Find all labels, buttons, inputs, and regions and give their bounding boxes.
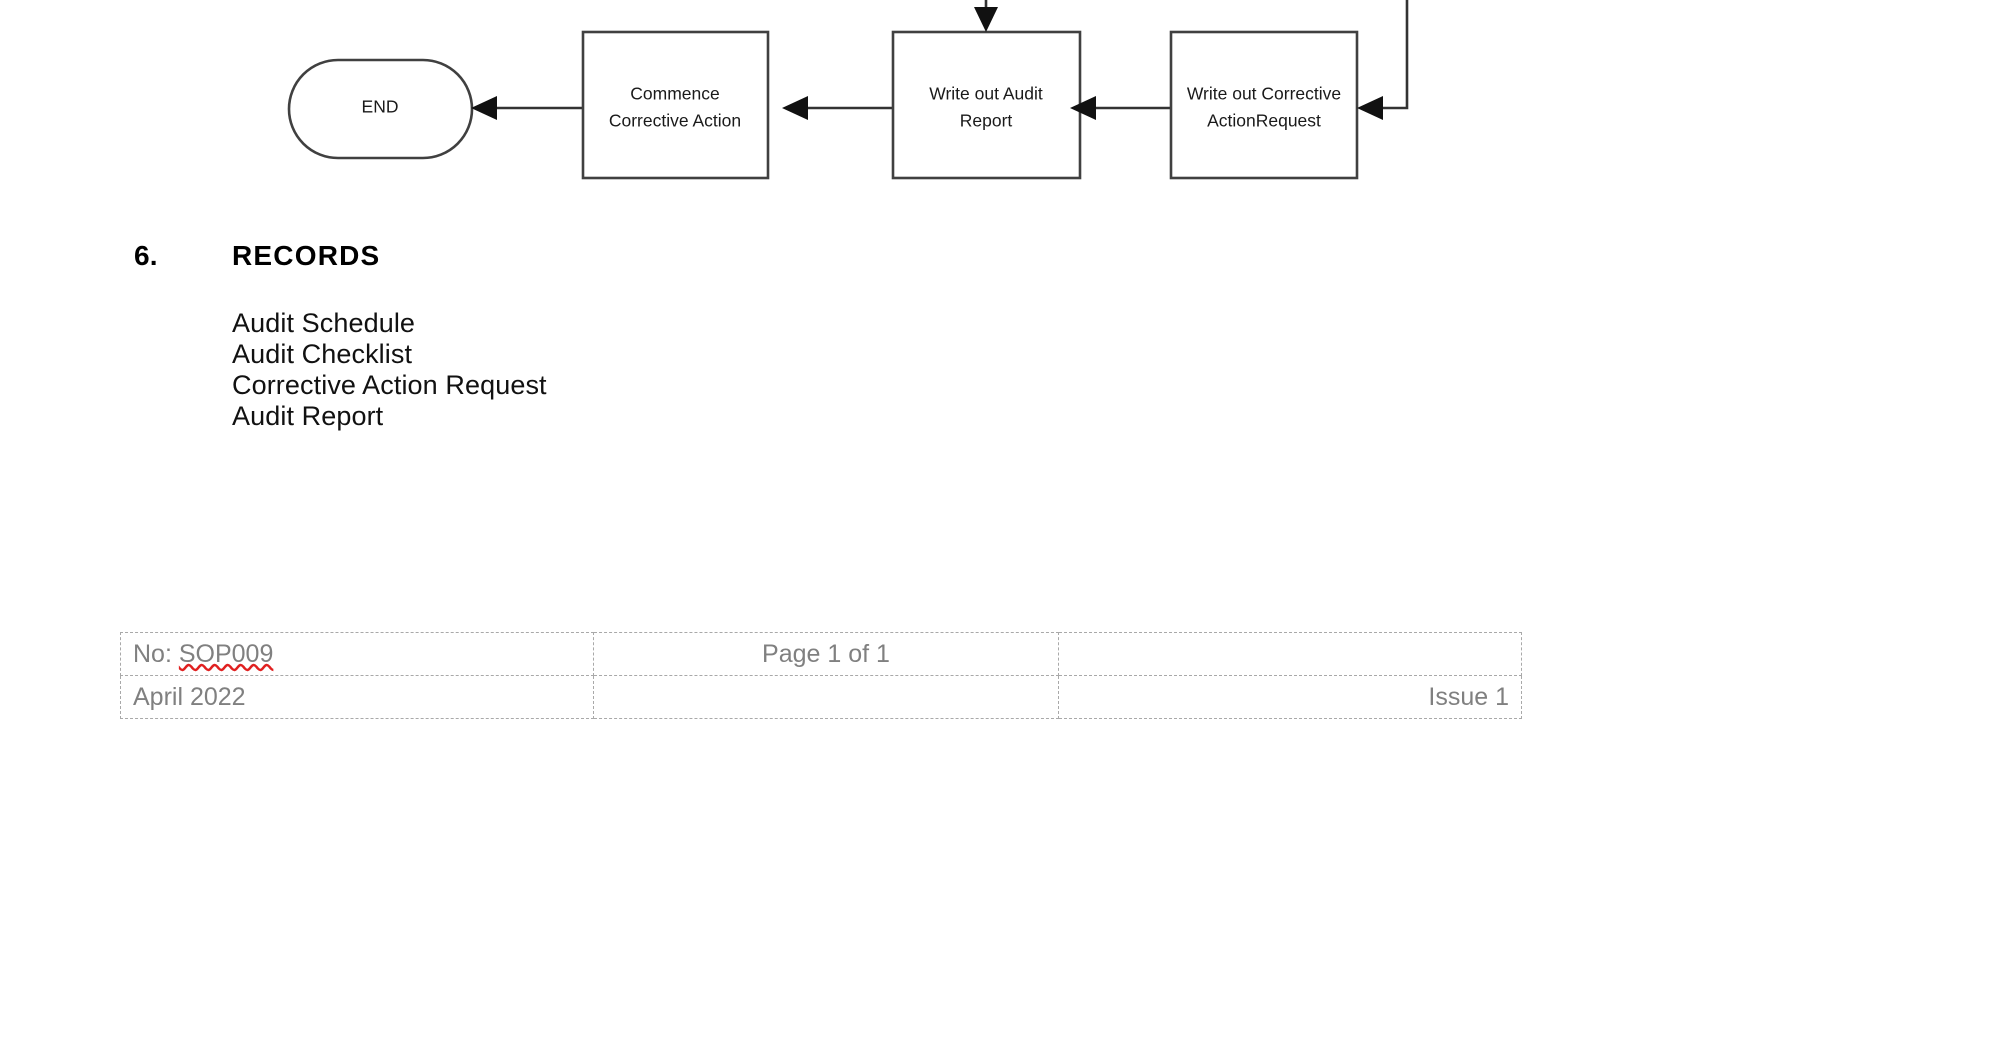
records-section: 6. RECORDS Audit Schedule Audit Checklis… [0, 240, 2000, 432]
flow-node-end-shape [287, 58, 474, 160]
edge-elbow-into-corrective-action-request [1375, 0, 1409, 110]
footer-cell-issue: Issue 1 [1058, 675, 1522, 719]
flow-node-commence-label-line1: Commence [630, 84, 719, 104]
arrowhead-commence-to-end [471, 96, 497, 120]
footer-cell-bottom-center [593, 675, 1059, 719]
footer-doc-number-value: SOP009 [178, 639, 274, 668]
footer-cell-page-number: Page 1 of 1 [593, 632, 1059, 676]
list-item: Corrective Action Request [232, 370, 547, 400]
arrowhead-auditreport-to-commence [782, 96, 808, 120]
footer-cell-document-number: No: SOP009 [120, 632, 594, 676]
footer-cell-top-right [1058, 632, 1522, 676]
list-item: Audit Checklist [232, 339, 413, 369]
flow-node-end-label: END [362, 97, 399, 117]
footer-doc-number-prefix: No: [133, 639, 179, 668]
flow-node-corrective-action-request-label-line1: Write out Corrective [1187, 84, 1341, 104]
document-footer-table: No: SOP009 Page 1 of 1 April 2022 Issue … [120, 632, 1522, 719]
page-title: RECORDS [232, 240, 381, 271]
flow-node-audit-report-shape [891, 30, 1082, 180]
flow-node-corrective-action-request-label-line2: ActionRequest [1207, 111, 1321, 131]
flowchart-diagram: END Commence Corrective Action Write out… [0, 0, 2000, 220]
section-heading: 6. RECORDS [0, 240, 2000, 272]
arrowhead-car-to-audit-report [1070, 96, 1096, 120]
section-number: 6. [134, 240, 158, 271]
flow-node-commence-shape [581, 30, 770, 180]
table-row: No: SOP009 Page 1 of 1 [120, 632, 1522, 676]
list-item: Audit Schedule [232, 308, 416, 338]
flow-node-audit-report-label-line1: Write out Audit [929, 84, 1043, 104]
records-list: Audit Schedule Audit Checklist Correctiv… [0, 308, 2000, 432]
arrowhead-elbow-into-corrective-action-request [1357, 96, 1383, 120]
table-row: April 2022 Issue 1 [120, 675, 1522, 719]
list-item: Audit Report [232, 401, 384, 431]
flow-node-audit-report-label-line2: Report [960, 111, 1013, 131]
footer-cell-date: April 2022 [120, 675, 594, 719]
arrowhead-top-into-audit-report [974, 7, 998, 32]
flow-node-corrective-action-request-shape [1169, 30, 1359, 180]
flow-node-commence-label-line2: Corrective Action [609, 111, 741, 131]
